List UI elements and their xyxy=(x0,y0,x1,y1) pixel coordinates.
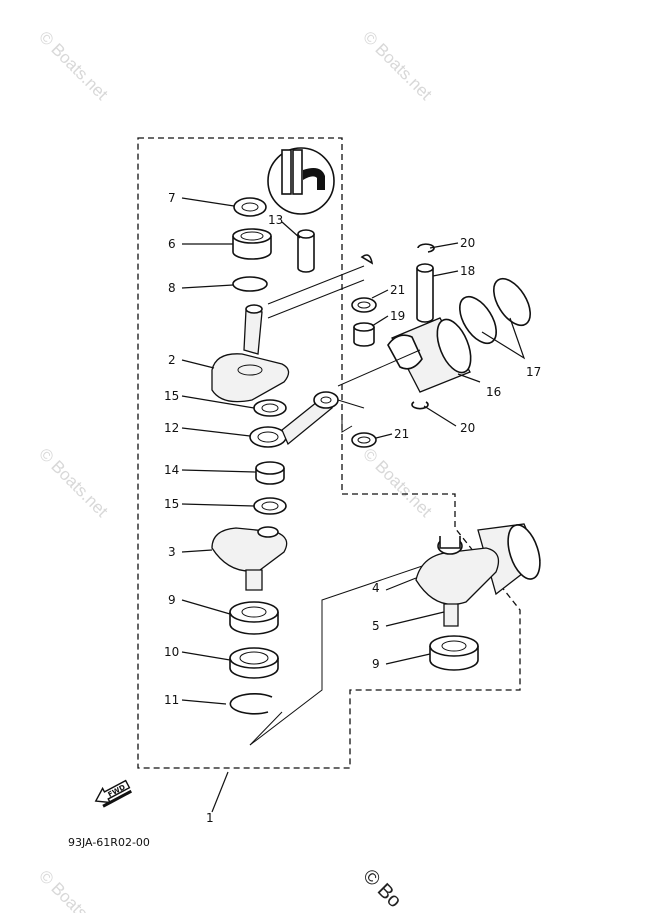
leader-lines xyxy=(181,197,526,813)
callout-20-lower: 20 xyxy=(460,421,475,435)
part-7-oil-seal xyxy=(233,197,267,217)
part-20-upper-clip xyxy=(417,243,435,253)
callout-numbers: 7 6 8 13 2 15 12 14 15 3 9 10 11 1 20 18… xyxy=(164,191,541,825)
callout-15-upper: 15 xyxy=(164,389,179,403)
callout-15-lower: 15 xyxy=(164,497,179,511)
callout-16: 16 xyxy=(486,385,501,399)
part-13-dowel-pin xyxy=(297,229,315,273)
watermark-top-left: © Boats.net xyxy=(35,27,112,104)
part-15-upper-bearing xyxy=(253,399,287,417)
watermark-bottom-right: © Bo xyxy=(358,865,405,912)
part-16-piston xyxy=(387,317,472,393)
callout-20-upper: 20 xyxy=(460,236,475,250)
callout-1: 1 xyxy=(206,811,214,825)
callout-2: 2 xyxy=(168,353,176,367)
watermark-top-right: © Boats.net xyxy=(359,27,436,104)
part-15-lower-bearing xyxy=(253,497,287,515)
part-11-circlip xyxy=(229,692,273,715)
part-17-piston-rings xyxy=(459,277,531,345)
detail-circle xyxy=(267,147,335,215)
part-14-needle-bearing xyxy=(255,461,285,485)
part-12-connecting-rod xyxy=(249,391,339,448)
part-20-lower-clip xyxy=(411,401,429,410)
callout-8: 8 xyxy=(168,281,176,295)
callout-11: 11 xyxy=(164,693,179,707)
part-3-lower-crankshaft xyxy=(211,526,288,591)
part-8-o-ring xyxy=(232,276,268,292)
callout-13: 13 xyxy=(268,213,283,227)
watermarks: © Boats.net © Boats.net © Boats.net © Bo… xyxy=(35,27,436,913)
diagram-code: 93JA-61R02-00 xyxy=(68,836,150,849)
callout-3: 3 xyxy=(168,545,176,559)
part-18-piston-pin xyxy=(416,263,434,323)
part-21-lower-washer xyxy=(351,432,377,448)
part-4-5-assembly xyxy=(415,523,541,627)
callout-10: 10 xyxy=(164,645,179,659)
part-9-main-bearing xyxy=(229,601,279,635)
callout-9-left: 9 xyxy=(168,593,176,607)
part-2-upper-crankshaft xyxy=(211,304,290,403)
callout-21-upper: 21 xyxy=(390,283,405,297)
part-21-upper-washer xyxy=(351,297,377,313)
callout-5: 5 xyxy=(372,619,380,633)
callout-17: 17 xyxy=(526,365,541,379)
part-10-oil-seal xyxy=(229,647,279,679)
watermark-mid-left: © Boats.net xyxy=(35,444,112,521)
part-19-small-end-bearing xyxy=(353,322,375,347)
callout-4: 4 xyxy=(372,581,380,595)
watermark-bottom-left: © Boats.net xyxy=(35,866,112,913)
callout-12: 12 xyxy=(164,421,179,435)
callout-6: 6 xyxy=(168,237,176,251)
callout-18: 18 xyxy=(460,264,475,278)
callout-9-right: 9 xyxy=(372,657,380,671)
woodruff-key xyxy=(360,254,374,265)
fwd-arrow-icon: FWD xyxy=(94,779,133,808)
callout-14: 14 xyxy=(164,463,179,477)
assembly-boundary xyxy=(137,137,521,769)
callout-19: 19 xyxy=(390,309,405,323)
part-9-right-bearing xyxy=(429,635,479,671)
part-6-bushing xyxy=(232,228,272,260)
watermark-mid-right: © Boats.net xyxy=(359,444,436,521)
callout-21-lower: 21 xyxy=(394,427,409,441)
callout-7: 7 xyxy=(168,191,176,205)
